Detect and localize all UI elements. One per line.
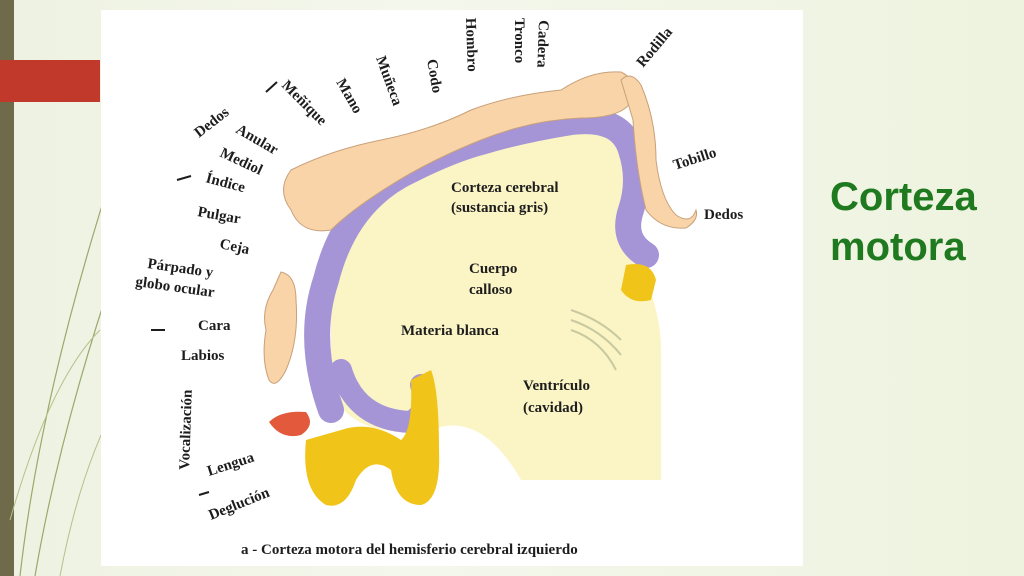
label-mano: Mano [333,76,366,116]
label-deglucion: Deglución [207,485,273,524]
label-vocalizacion: Vocalización [177,389,196,470]
label-mediol: Mediol [217,145,265,179]
homunculus-face [263,271,298,384]
label-pulgar: Pulgar [196,204,242,227]
slide-title-line-2: motora [830,225,966,269]
label-hombro: Hombro [462,18,480,72]
homunculus-tongue [269,411,310,437]
label-cuerpo-1: Cuerpo [469,261,517,277]
label-ventriculo-2: (cavidad) [523,400,583,416]
label-cara: Cara [198,318,231,334]
label-corteza-2: (sustancia gris) [451,200,548,216]
label-dedos-foot: Dedos [704,207,743,223]
corpus-callosum [621,264,656,302]
label-materia-blanca: Materia blanca [401,323,499,339]
label-rodilla: Rodilla [634,24,677,70]
red-accent-bar [0,60,100,102]
left-edge-bar [0,0,14,576]
gray-matter-cortex [304,108,659,423]
label-ventriculo-1: Ventrículo [523,378,590,394]
yellow-lower-region [305,370,440,506]
label-menique: Meñique [278,78,330,130]
label-labios: Labios [181,348,225,364]
label-tobillo: Tobillo [671,145,718,174]
label-dedos-hand: Dedos [192,104,233,141]
label-tronco: Tronco [511,18,527,63]
label-lengua: Lengua [205,449,256,479]
label-cadera: Cadera [533,20,551,69]
slide-title: Corteza motora [830,172,1020,272]
label-indice: Índice [204,169,247,196]
motor-cortex-figure: Dedos Anular Mediol Índice Pulgar Meñiqu… [101,10,803,566]
label-codo: Codo [423,58,445,94]
slide-title-line-1: Corteza [830,175,977,219]
label-corteza-1: Corteza cerebral [451,180,559,196]
figure-caption: a - Corteza motora del hemisferio cerebr… [241,542,578,558]
label-cuerpo-2: calloso [469,282,512,298]
label-ceja: Ceja [218,236,251,258]
label-muneca: Muñeca [372,54,405,108]
homunculus-leg [620,75,697,229]
